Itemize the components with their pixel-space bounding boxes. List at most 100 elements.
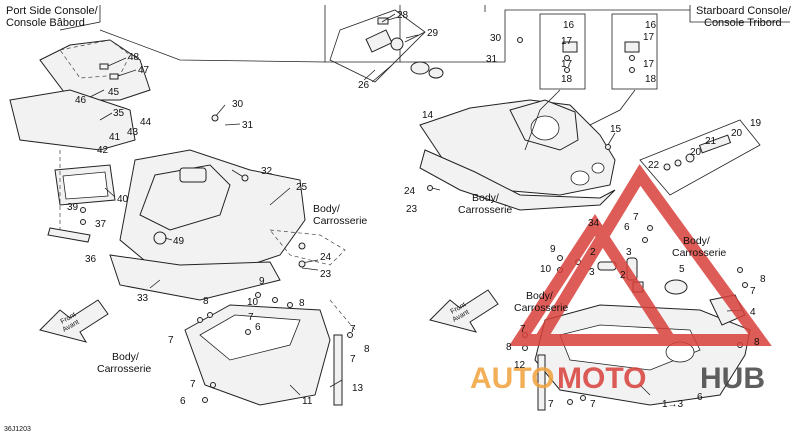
callout-s3b: 3 (589, 267, 595, 278)
watermark-auto: AUTO (470, 362, 554, 395)
body-caption-5a: Body/ (526, 290, 553, 302)
body-caption-2b: Carrosserie (97, 363, 151, 375)
callout-s5: 5 (679, 264, 685, 275)
callout-s4: 4 (750, 307, 756, 318)
reference-code: 36J1203 (4, 426, 31, 433)
callout-s22: 22 (648, 160, 660, 171)
callout-s12: 12 (514, 360, 526, 371)
gauge-frame (54, 164, 116, 206)
callout-29: 29 (427, 28, 439, 39)
watermark-logo: AUTO MOTO HUB (470, 164, 772, 395)
callout-45: 45 (108, 87, 120, 98)
callout-s18a: 18 (561, 74, 573, 85)
starboard-title-line1: Starboard Console/ (696, 5, 792, 17)
callout-s31: 31 (486, 54, 498, 65)
callout-s17b: 17 (561, 59, 573, 70)
port-console-body (109, 149, 346, 301)
callout-s8a: 8 (760, 274, 766, 285)
callout-37: 37 (95, 219, 107, 230)
callout-s14: 14 (422, 110, 434, 121)
body-caption-1a: Body/ (313, 203, 340, 215)
callout-9: 9 (259, 276, 265, 287)
callout-s9: 9 (550, 244, 556, 255)
callout-s17d: 17 (643, 59, 655, 70)
callout-8c: 8 (364, 344, 370, 355)
callout-23: 23 (320, 269, 332, 280)
callout-s30: 30 (490, 33, 502, 44)
callout-40: 40 (117, 194, 129, 205)
callout-31: 31 (242, 120, 254, 131)
callout-s19: 19 (750, 118, 762, 129)
callout-s23: 23 (406, 204, 418, 215)
port-callouts: 28 29 26 48 47 46 45 35 30 31 44 43 41 4… (67, 10, 439, 407)
callout-s17c: 17 (643, 32, 655, 43)
starboard-insets (524, 13, 658, 151)
port-title-line2: Console Bâbord (6, 17, 85, 29)
callout-11: 11 (302, 396, 313, 407)
callout-7d: 7 (190, 379, 196, 390)
callout-s7b: 7 (750, 286, 756, 297)
callout-43: 43 (127, 127, 139, 138)
callout-s16a: 16 (563, 20, 575, 31)
starboard-callouts: 30 31 16 17 17 18 16 17 17 18 14 15 19 2… (404, 20, 766, 410)
callout-7b: 7 (168, 335, 174, 346)
callout-30: 30 (232, 99, 244, 110)
callout-s6a: 6 (624, 222, 630, 233)
callout-s7c: 7 (520, 324, 526, 335)
callout-46: 46 (75, 95, 87, 106)
callout-39: 39 (67, 202, 79, 213)
body-caption-4b: Carrosserie (672, 247, 726, 259)
callout-s17a: 17 (561, 36, 573, 47)
callout-s7e: 7 (590, 399, 596, 410)
fasteners (80, 37, 748, 405)
panel-lines (59, 5, 790, 63)
callout-35: 35 (113, 108, 125, 119)
callout-26: 26 (358, 80, 370, 91)
callout-13: 13 (352, 383, 364, 394)
callout-s20a: 20 (731, 128, 743, 139)
callout-s7d: 7 (548, 399, 554, 410)
footnote-range: 1→3 (662, 399, 684, 410)
callout-s16b: 16 (645, 20, 657, 31)
callout-28: 28 (397, 10, 409, 21)
inset-26-28-29 (329, 9, 444, 83)
body-caption-3a: Body/ (472, 192, 499, 204)
callout-44: 44 (140, 117, 152, 128)
bracket-36 (47, 150, 91, 243)
port-lower-panel (184, 299, 356, 406)
body-caption-3b: Carrosserie (458, 204, 512, 216)
callout-47: 47 (138, 65, 150, 76)
port-title-line1: Port Side Console/ (6, 5, 99, 17)
callout-s2b: 2 (620, 270, 626, 281)
callout-s10: 10 (540, 264, 552, 275)
callout-s6b: 6 (697, 392, 703, 403)
callout-7e: 7 (350, 354, 356, 365)
callout-s21: 21 (705, 136, 717, 147)
callout-s24: 24 (404, 186, 416, 197)
starboard-title-line2: Console Tribord (704, 17, 782, 29)
callout-s2a: 2 (590, 247, 596, 258)
watermark-hub: HUB (700, 362, 765, 395)
callout-s7a: 7 (633, 212, 639, 223)
watermark-moto: MOTO (557, 362, 646, 395)
callout-7c: 7 (350, 324, 356, 335)
body-caption-4a: Body/ (683, 235, 710, 247)
callout-s3a: 3 (626, 247, 632, 258)
callout-48: 48 (128, 52, 140, 63)
body-caption-5b: Carrosserie (514, 302, 568, 314)
callout-49: 49 (173, 236, 185, 247)
callout-25: 25 (296, 182, 308, 193)
callout-6a: 6 (255, 322, 261, 333)
callout-33: 33 (137, 293, 149, 304)
front-arrow-icon-right (429, 289, 499, 333)
callout-24: 24 (320, 252, 332, 263)
callout-8a: 8 (203, 296, 209, 307)
callout-10: 10 (247, 297, 259, 308)
callout-8b: 8 (299, 298, 305, 309)
callout-s20b: 20 (690, 147, 702, 158)
front-arrow-icon (39, 299, 109, 343)
callout-s15: 15 (610, 124, 622, 135)
callout-42: 42 (97, 145, 109, 156)
